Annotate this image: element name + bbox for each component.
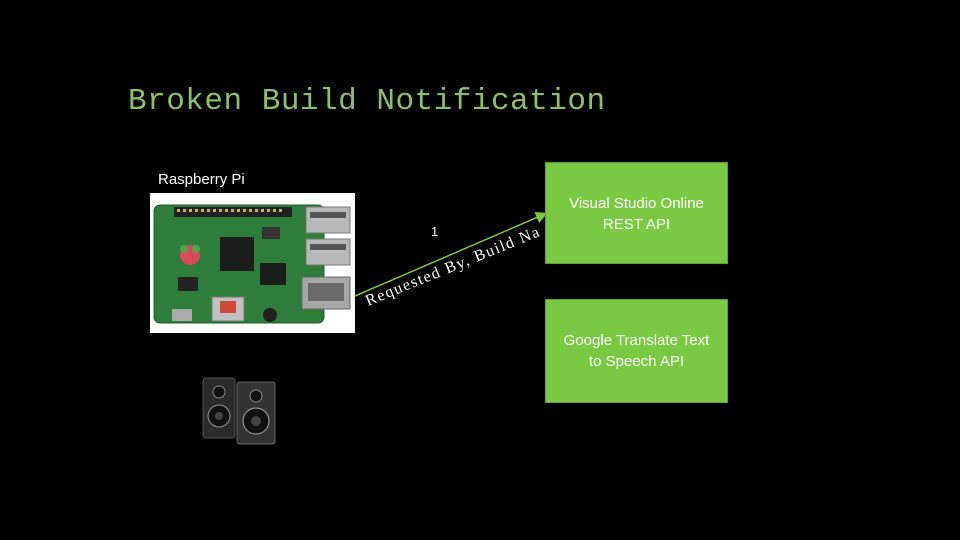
vso-rest-api-label: Visual Studio Online REST API [569, 195, 704, 233]
vso-rest-api-box: Visual Studio Online REST API [545, 162, 728, 264]
google-tts-api-box: Google Translate Text to Speech API [545, 299, 728, 403]
svg-text:Requested By, Build Name: Requested By, Build Name [0, 0, 543, 310]
step-number: 1 [431, 224, 438, 239]
raspberry-pi-image [150, 193, 355, 333]
raspberry-pi-label: Raspberry Pi [158, 171, 245, 188]
google-tts-api-label: Google Translate Text to Speech API [563, 332, 710, 370]
speakers-image [200, 376, 280, 446]
arrow-label: Requested By, Build Name [0, 0, 542, 310]
slide-title: Broken Build Notification [128, 84, 606, 119]
